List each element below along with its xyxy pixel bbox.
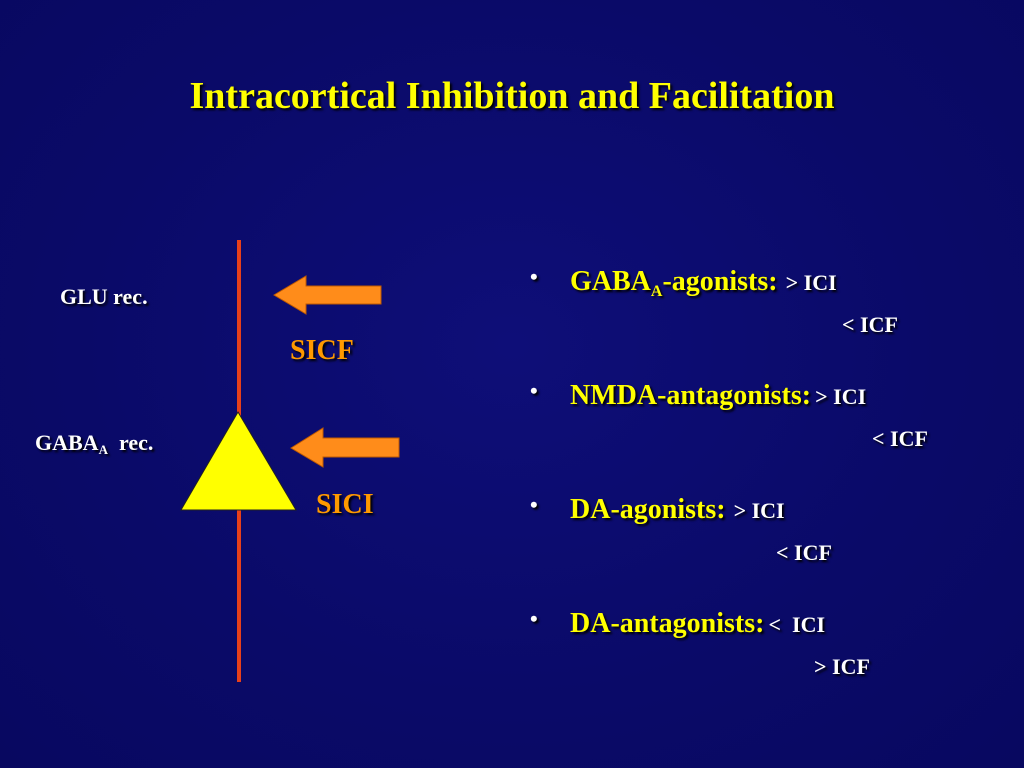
slide-title: Intracortical Inhibition and Facilitatio… — [189, 75, 835, 117]
gaba-label-main: GABA — [35, 430, 99, 455]
neuron-triangle — [180, 411, 297, 511]
agent-tail: -agonists: — [662, 266, 778, 297]
bullet-line: DA-antagonists: < ICI — [570, 608, 825, 640]
effect-ici: > ICI — [815, 384, 867, 409]
effect-ici: < ICI — [768, 612, 826, 637]
pharmacology-bullet-list: • GABAA-agonists: > ICI < ICF • NMDA-ant… — [530, 264, 1000, 720]
agent-main: GABA — [570, 266, 651, 297]
bullet-line: NMDA-antagonists: > ICI — [570, 380, 866, 412]
gaba-label-sub: A — [98, 442, 108, 457]
bullet-dot-icon: • — [530, 606, 538, 631]
agent-sub: A — [650, 283, 663, 300]
gaba-label-tail: rec. — [118, 430, 154, 455]
effect-icf: < ICF — [842, 312, 898, 337]
agent-name: DA-agonists: — [570, 494, 726, 525]
list-item: • DA-agonists: > ICI < ICF — [530, 492, 1000, 606]
sici-label: SICI — [316, 489, 374, 520]
list-item: • GABAA-agonists: > ICI < ICF — [530, 264, 1000, 378]
sici-arrow — [290, 427, 400, 468]
effect-icf: > ICF — [814, 654, 870, 679]
effect-ici: > ICI — [785, 270, 837, 295]
effect-icf: < ICF — [776, 540, 832, 565]
effect-icf: < ICF — [872, 426, 928, 451]
agent-name: DA-antagonists: — [570, 608, 765, 639]
glu-receptor-label: GLU rec. — [60, 284, 148, 309]
sicf-label: SICF — [290, 335, 354, 366]
effect-ici: > ICI — [733, 498, 785, 523]
bullet-dot-icon: • — [530, 264, 538, 289]
gaba-receptor-label: GABAA rec. — [35, 430, 153, 458]
agent-name: GABAA-agonists: — [570, 266, 778, 300]
list-item: • NMDA-antagonists: > ICI < ICF — [530, 378, 1000, 492]
bullet-dot-icon: • — [530, 378, 538, 403]
sicf-arrow — [273, 275, 382, 315]
bullet-line: DA-agonists: > ICI — [570, 494, 785, 526]
bullet-dot-icon: • — [530, 492, 538, 517]
agent-name: NMDA-antagonists: — [570, 380, 812, 411]
list-item: • DA-antagonists: < ICI > ICF — [530, 606, 1000, 720]
bullet-line: GABAA-agonists: > ICI — [570, 266, 837, 301]
